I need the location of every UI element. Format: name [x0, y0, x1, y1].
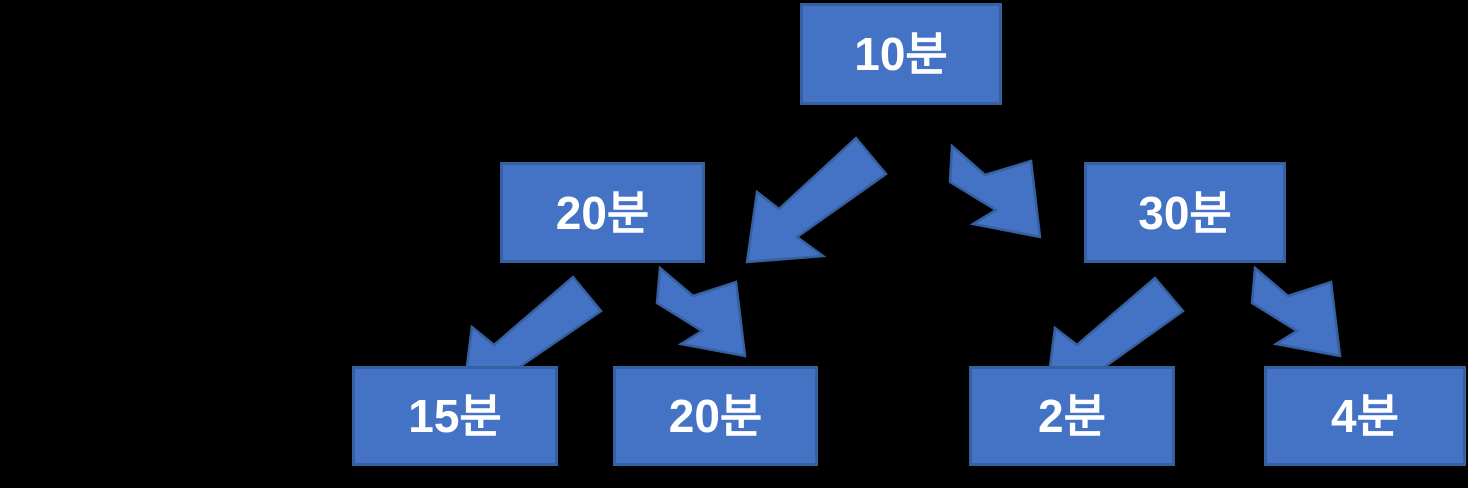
node-leaf-2[interactable]: 20분: [613, 366, 818, 466]
node-leaf-1[interactable]: 15분: [352, 366, 558, 466]
arrow-root-to-right-branch: [948, 143, 1042, 239]
arrow-left-branch-to-leaf-2: [655, 265, 747, 358]
node-leaf-4-label: 4분: [1331, 390, 1399, 442]
node-leaf-4[interactable]: 4분: [1264, 366, 1466, 466]
node-leaf-1-label: 15분: [408, 390, 502, 442]
arrow-right-branch-to-leaf-4: [1250, 265, 1342, 358]
arrow-root-to-left-branch: [745, 136, 888, 264]
node-root-label: 10분: [854, 28, 948, 80]
node-right-branch[interactable]: 30분: [1084, 162, 1286, 263]
node-leaf-2-label: 20분: [668, 390, 763, 442]
node-root[interactable]: 10분: [800, 3, 1002, 105]
node-left-branch[interactable]: 20분: [500, 162, 705, 263]
node-left-branch-label: 20분: [555, 186, 650, 239]
node-leaf-3-label: 2분: [1038, 390, 1106, 442]
node-right-branch-label: 30분: [1138, 186, 1232, 239]
node-leaf-3[interactable]: 2분: [969, 366, 1175, 466]
